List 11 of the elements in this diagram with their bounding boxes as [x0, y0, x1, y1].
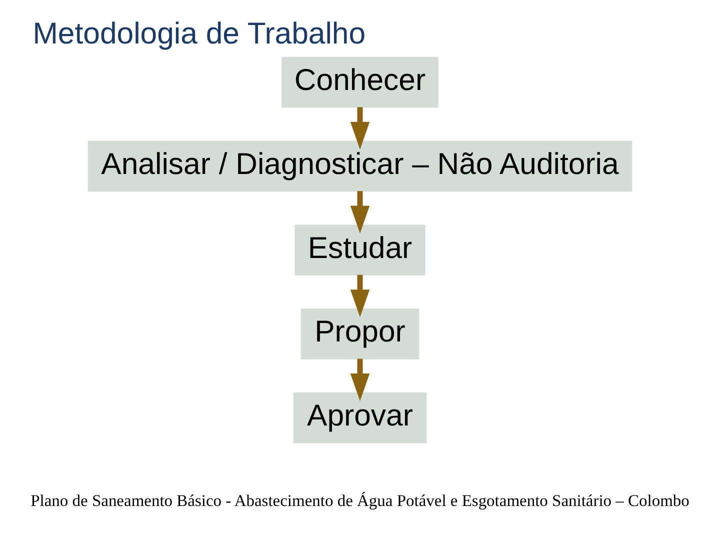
arrow: [350, 358, 370, 402]
node-box: Analisar / Diagnosticar – Não Auditoria: [88, 140, 632, 192]
label: Plano de Saneamento Básico - Abastecimento de Água Potável e Esgotamento Sanitário – Colombo: [30, 490, 690, 510]
diagram-title: Metodologia de Trabalho: [32, 17, 366, 50]
node-box: Conhecer: [282, 56, 438, 108]
arrow: [350, 191, 370, 234]
node-box: Estudar: [294, 224, 426, 276]
arrow: [350, 107, 370, 150]
node-box: Propor: [300, 308, 420, 360]
node-box: Aprovar: [293, 392, 427, 444]
arrow: [350, 274, 370, 318]
